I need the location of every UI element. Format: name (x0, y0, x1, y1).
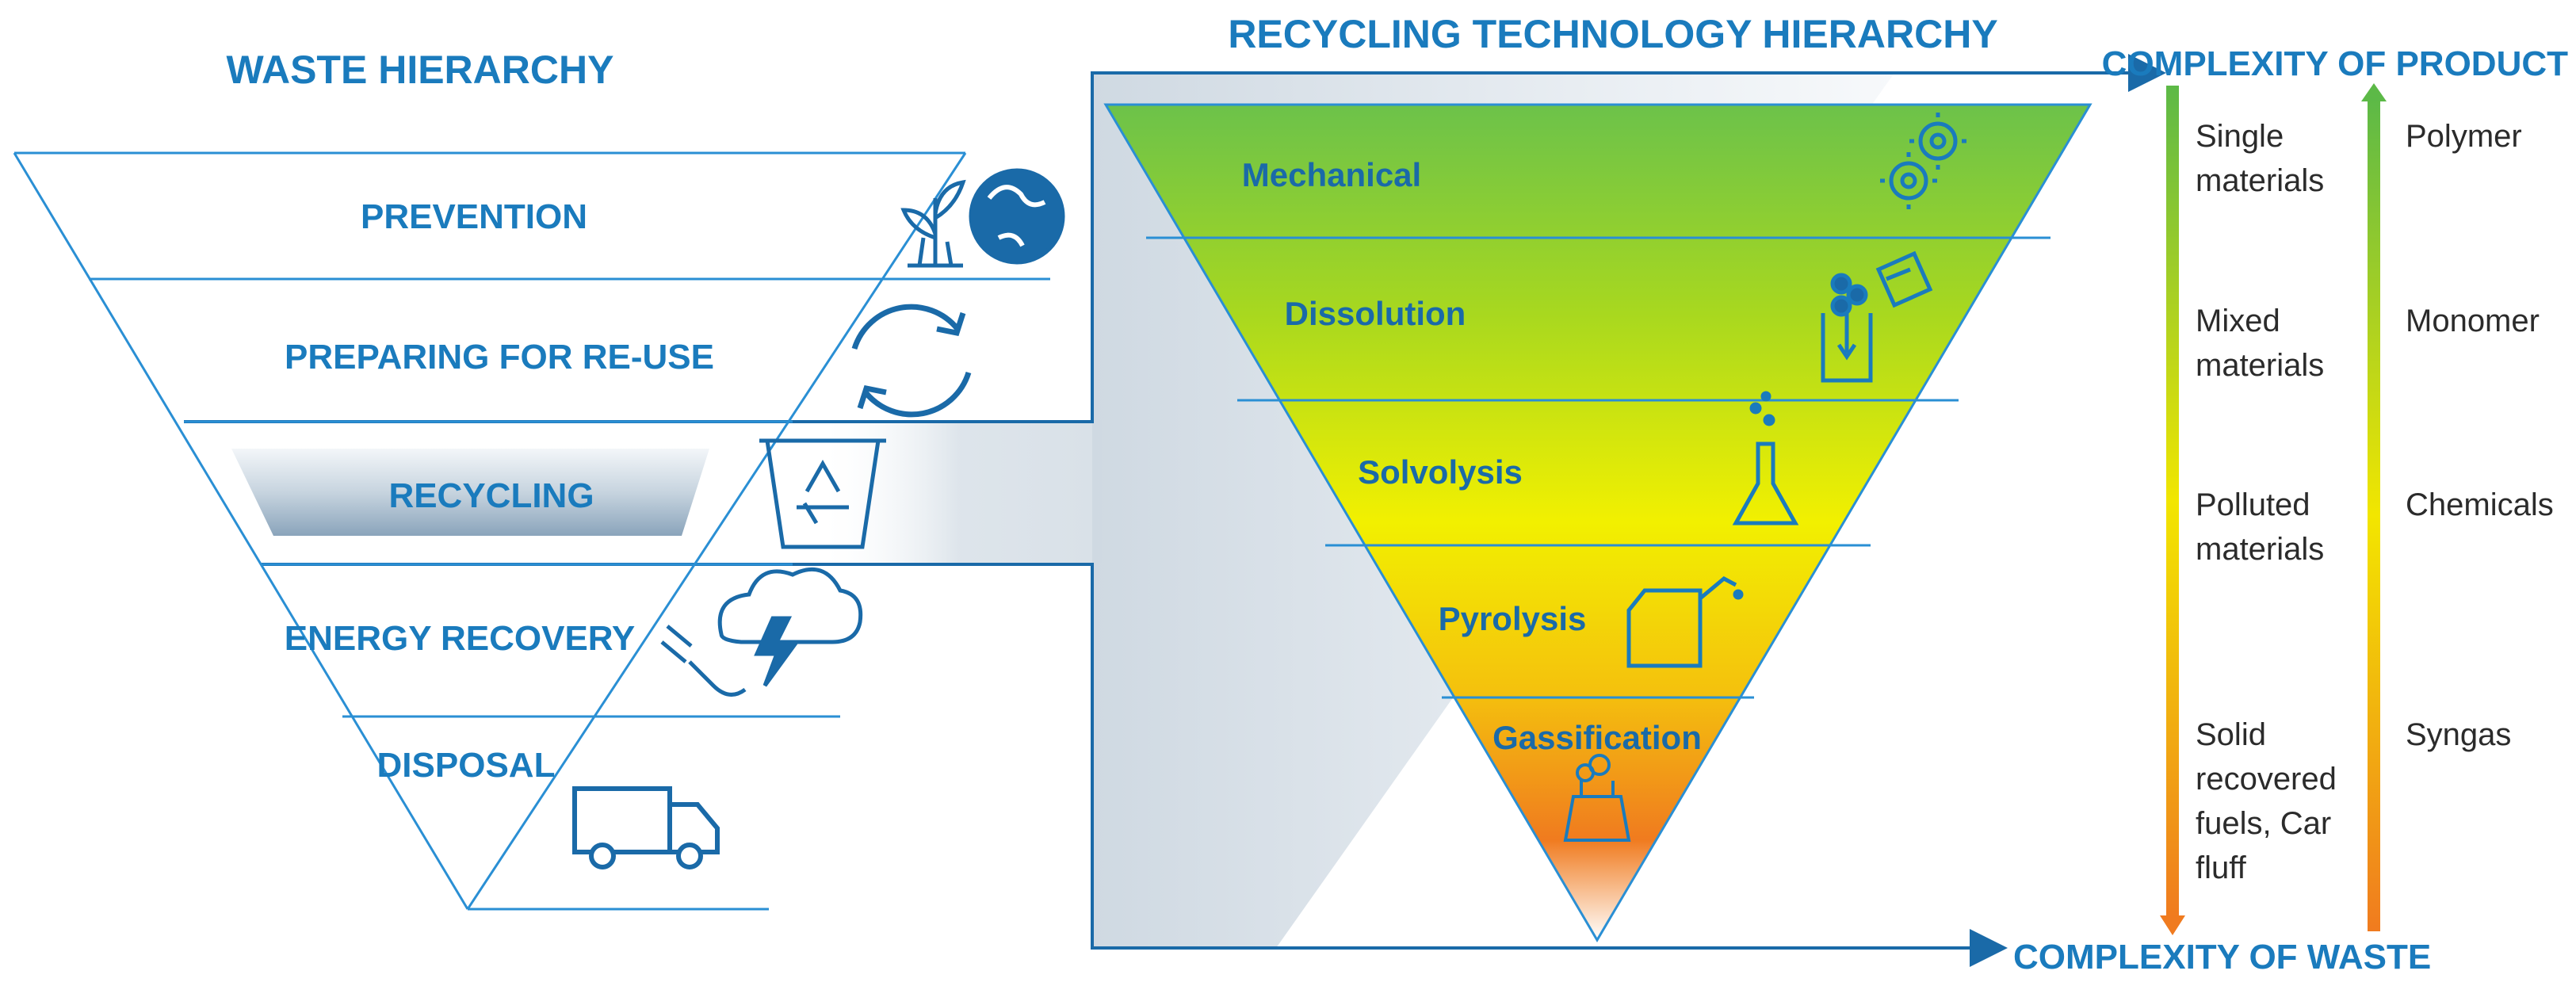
reuse-cycle-icon (851, 304, 972, 418)
waste-level-prevention[interactable]: PREVENTION (361, 197, 587, 236)
dissolution-beaker-icon (1821, 250, 1933, 383)
product-arrow-head (2361, 83, 2387, 101)
tech-level-mechanical[interactable]: Mechanical (1242, 156, 1421, 193)
waste-level-energy-recovery[interactable]: ENERGY RECOVERY (285, 619, 636, 658)
recycle-bin-icon (759, 438, 886, 549)
tech-level-gassification[interactable]: Gassification (1492, 719, 1702, 756)
tech-level-solvolysis[interactable]: Solvolysis (1358, 453, 1523, 491)
waste-level-reuse[interactable]: PREPARING FOR RE-USE (285, 338, 714, 376)
waste-level-recycling[interactable]: RECYCLING (388, 476, 594, 515)
product-item-syngas: Syngas (2406, 717, 2511, 752)
flask-icon (1732, 391, 1799, 525)
recycling-highlight (231, 449, 709, 536)
complexity-of-product-label: COMPLEXITY OF PRODUCT (2102, 44, 2568, 83)
product-complexity-arrow (2368, 99, 2380, 931)
product-item-monomer: Monomer (2406, 304, 2540, 338)
factory-icon (1563, 754, 1631, 842)
plant-globe-icon (900, 168, 1065, 268)
plug-storm-icon (660, 567, 863, 697)
tech-level-pyrolysis[interactable]: Pyrolysis (1439, 600, 1587, 637)
technology-hierarchy-title: RECYCLING TECHNOLOGY HIERARCHY (1228, 12, 1997, 56)
fuel-canister-icon (1626, 576, 1744, 668)
technology-dividers (1146, 236, 2050, 699)
waste-hierarchy-title: WASTE HIERARCHY (227, 48, 614, 92)
waste-complexity-arrow (2166, 86, 2179, 918)
waste-level-disposal[interactable]: DISPOSAL (377, 746, 556, 785)
waste-arrow-head (2160, 915, 2185, 935)
product-item-chemicals: Chemicals (2406, 487, 2554, 522)
gears-icon (1880, 113, 1966, 209)
truck-icon (572, 786, 720, 869)
product-item-polymer: Polymer (2406, 119, 2522, 154)
waste-funnel (13, 151, 1050, 911)
tech-level-dissolution[interactable]: Dissolution (1285, 295, 1466, 332)
complexity-of-waste-label: COMPLEXITY OF WASTE (2013, 938, 2431, 976)
